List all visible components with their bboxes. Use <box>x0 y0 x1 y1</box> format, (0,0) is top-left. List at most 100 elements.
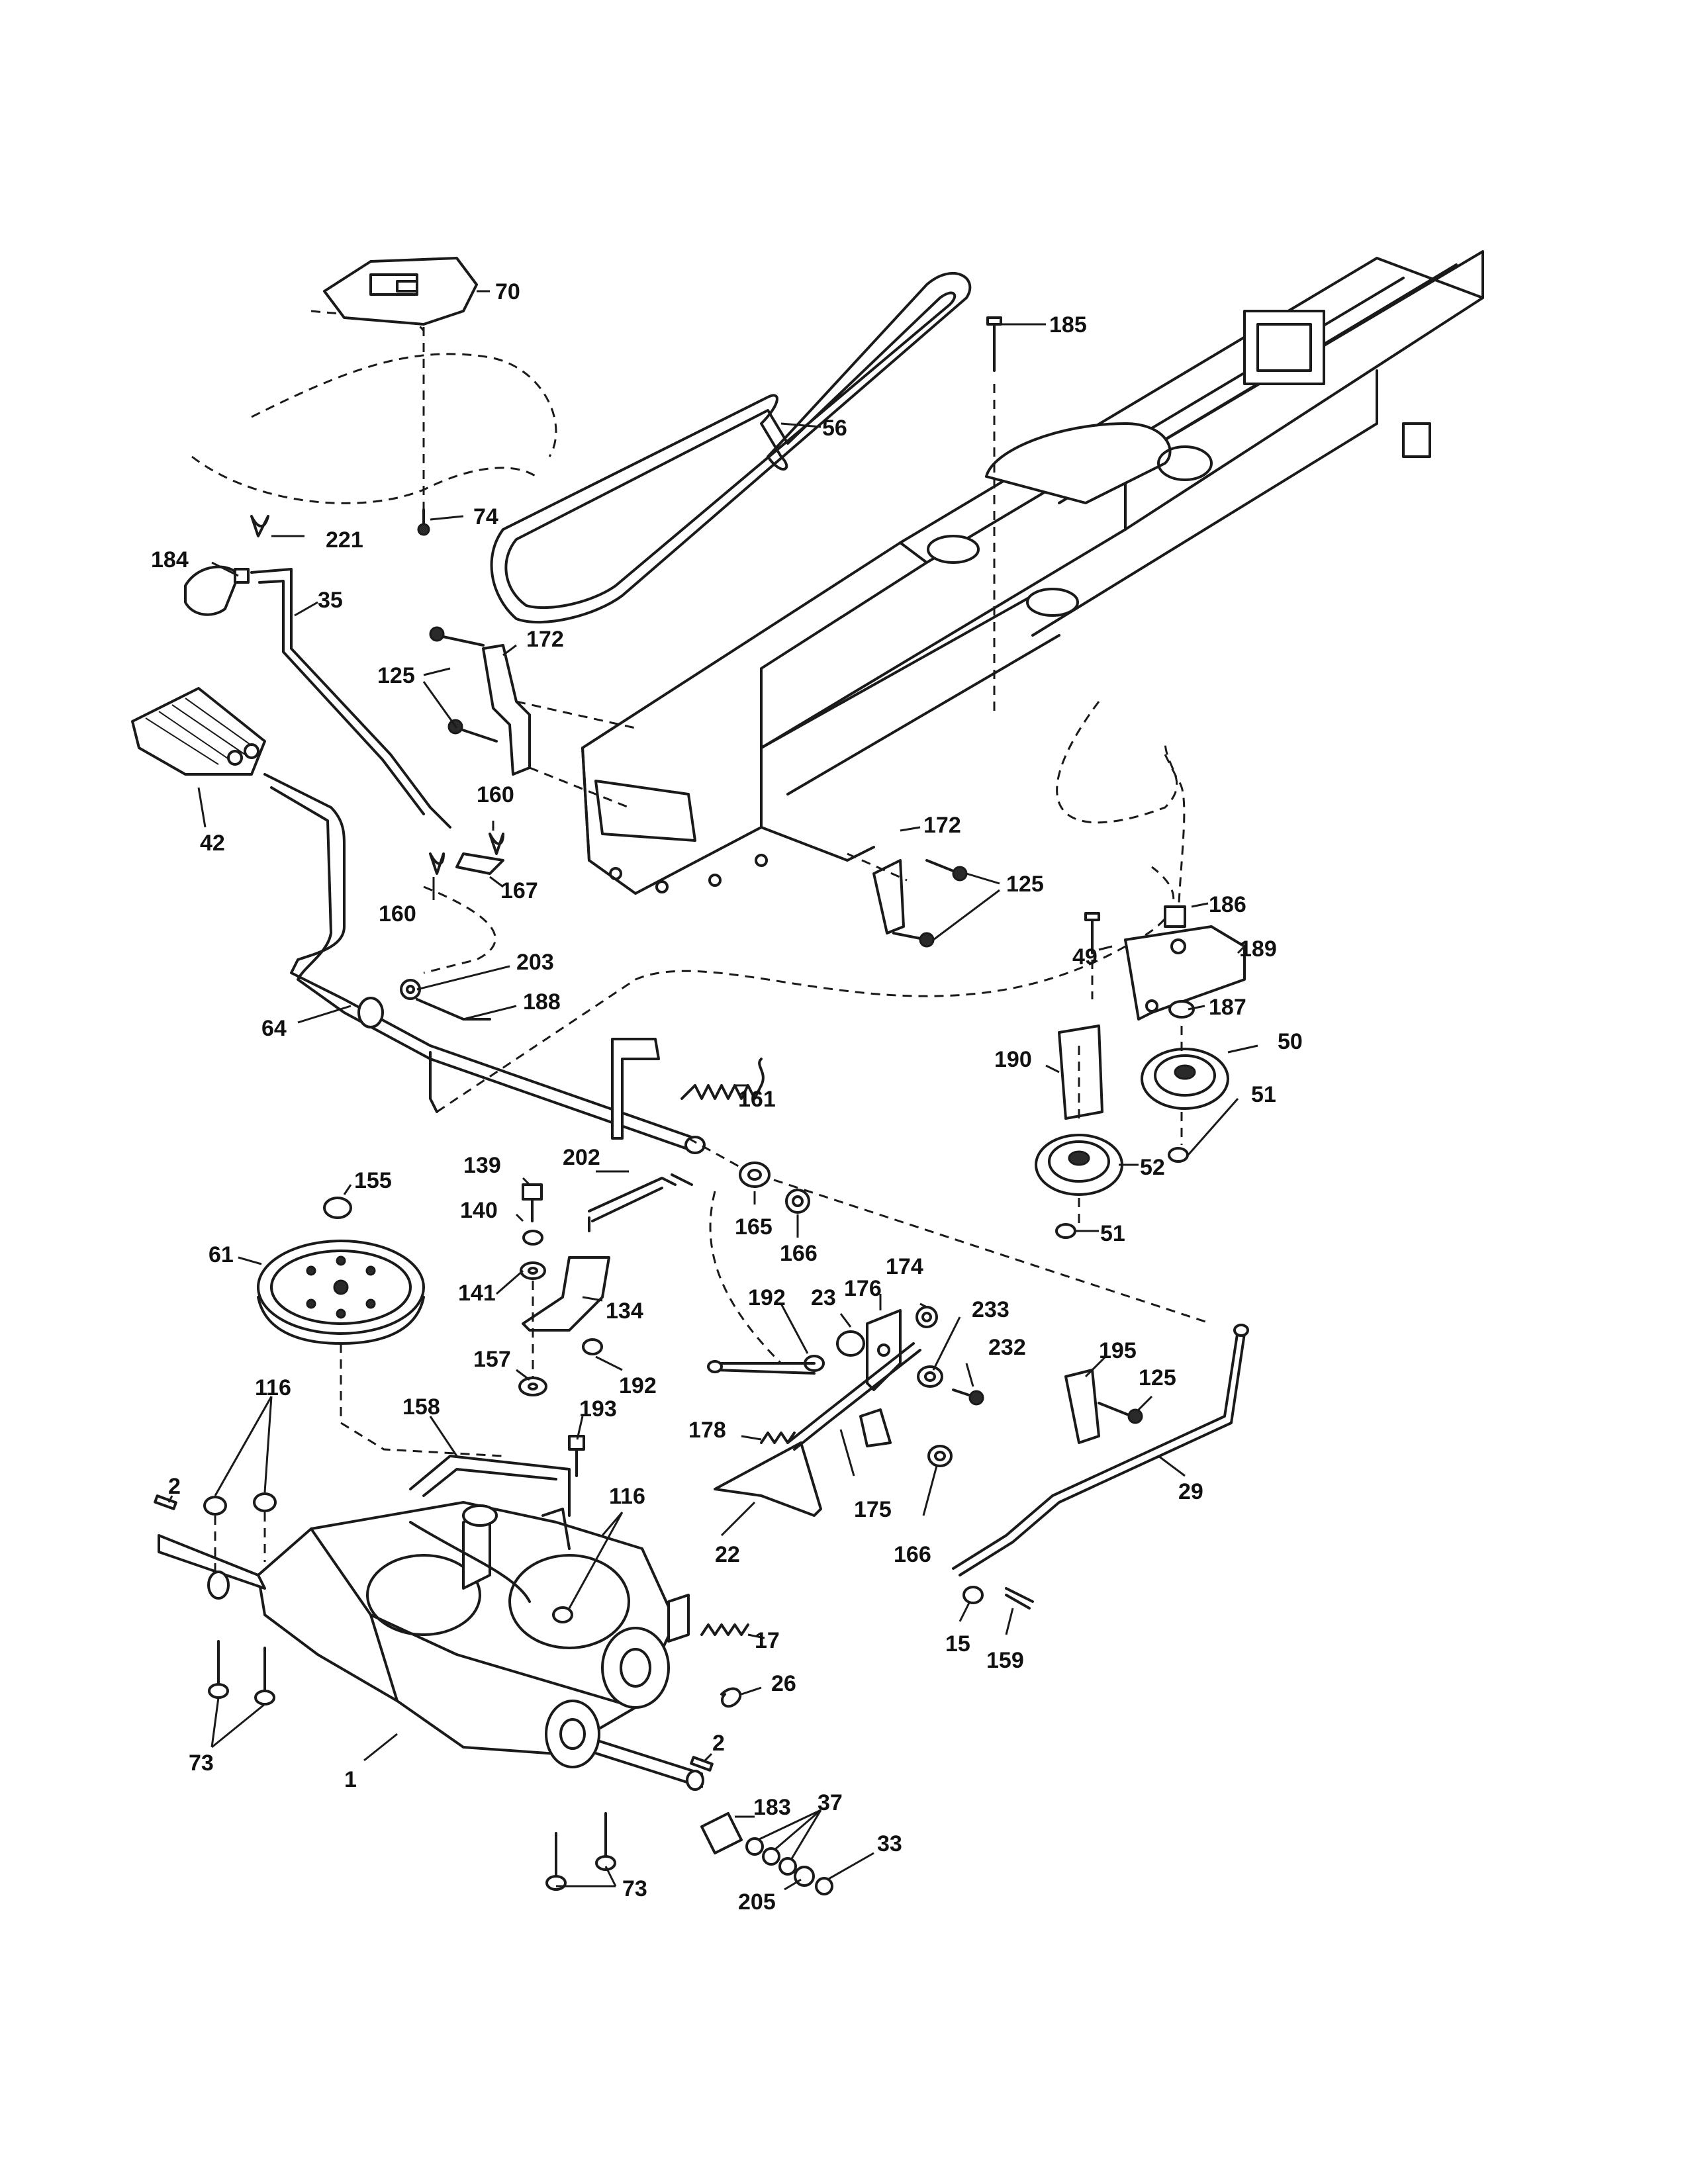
callout-221: 221 <box>326 527 363 553</box>
callout-166-upper: 166 <box>780 1241 818 1266</box>
pedal-pad <box>131 687 266 776</box>
bracket-158 <box>409 1455 571 1517</box>
callout-190: 190 <box>994 1047 1032 1072</box>
frame-bracket-lower <box>872 859 905 934</box>
callout-161: 161 <box>738 1087 776 1112</box>
callout-52: 52 <box>1140 1155 1165 1180</box>
callout-29: 29 <box>1178 1479 1203 1504</box>
screw-74 <box>417 508 430 536</box>
spring-161 <box>680 1058 765 1100</box>
callout-37: 37 <box>818 1790 843 1815</box>
washer-157 <box>518 1377 547 1396</box>
lockwasher-140 <box>522 1230 543 1246</box>
washer-37-c <box>778 1857 797 1876</box>
hairpin-221 <box>250 515 269 537</box>
nut-116-a <box>203 1496 227 1516</box>
callout-185: 185 <box>1049 312 1087 338</box>
callout-157: 157 <box>473 1347 511 1372</box>
washer-15 <box>962 1586 984 1604</box>
washer-166-b <box>927 1445 953 1467</box>
bolt-125-e <box>1098 1402 1143 1424</box>
callout-73-left: 73 <box>189 1751 214 1776</box>
bracket-190 <box>1058 1024 1103 1120</box>
washer-203 <box>400 979 421 1000</box>
transaxle <box>158 1501 704 1791</box>
clip-167 <box>455 852 504 875</box>
callout-205: 205 <box>738 1889 776 1915</box>
nut-116-b <box>253 1492 277 1512</box>
bolt-49 <box>1084 912 1100 954</box>
callout-202: 202 <box>563 1145 600 1170</box>
callout-2-left: 2 <box>168 1474 181 1499</box>
callout-160-bottom: 160 <box>379 901 416 927</box>
callout-22: 22 <box>715 1542 740 1567</box>
callout-labels: 70 185 56 74 221 184 35 172 125 42 160 1… <box>151 279 1303 1915</box>
link-188 <box>357 997 491 1028</box>
fender-outline <box>191 310 557 523</box>
callout-184: 184 <box>151 547 189 572</box>
callout-134: 134 <box>606 1298 643 1324</box>
link-202 <box>588 1173 693 1232</box>
callout-26: 26 <box>771 1671 796 1696</box>
link-22 <box>714 1441 822 1517</box>
callout-195: 195 <box>1099 1338 1137 1363</box>
star-washer-174 <box>915 1306 938 1328</box>
callout-178: 178 <box>688 1418 726 1443</box>
callout-61: 61 <box>209 1242 234 1267</box>
callout-158: 158 <box>402 1394 440 1420</box>
control-rod <box>250 568 451 829</box>
pedal-shaft <box>263 773 706 1154</box>
callout-140: 140 <box>460 1198 498 1223</box>
idler-pulley-52 <box>1035 1134 1123 1196</box>
carriage-bolt <box>986 316 1002 715</box>
callout-23: 23 <box>811 1285 836 1310</box>
idler-bracket <box>1124 925 1246 1021</box>
callout-49: 49 <box>1072 944 1098 970</box>
key-2-a <box>154 1494 177 1510</box>
callout-73-bottom: 73 <box>622 1876 647 1901</box>
washer-141 <box>520 1261 546 1280</box>
callout-125-right: 125 <box>1139 1365 1176 1390</box>
frame-bracket-upper <box>482 644 531 776</box>
callout-233: 233 <box>972 1297 1009 1322</box>
nut-116-c <box>552 1606 573 1623</box>
callout-232: 232 <box>988 1335 1026 1360</box>
washer-233 <box>917 1365 943 1388</box>
callout-42: 42 <box>200 831 225 856</box>
callout-56: 56 <box>822 416 847 441</box>
bolt-73-d <box>595 1812 616 1871</box>
control-panel-cover <box>323 257 478 326</box>
callout-172-upper: 172 <box>526 627 564 652</box>
callout-116-left: 116 <box>255 1375 291 1400</box>
leader-lines <box>167 290 1258 1891</box>
lever-175 <box>786 1342 921 1451</box>
idler-pulley-50 <box>1141 1048 1229 1110</box>
shaft-bracket <box>611 1038 660 1140</box>
bolt-73-c <box>545 1832 567 1891</box>
frame-assembly <box>581 250 1484 895</box>
brake-rod-link <box>707 1360 816 1375</box>
transmission-pulley-61 <box>257 1240 425 1345</box>
bolt-125-a <box>429 626 485 647</box>
spacer-183 <box>700 1812 743 1854</box>
spacer-186 <box>1164 905 1186 928</box>
callout-203: 203 <box>516 950 554 975</box>
callout-172-lower: 172 <box>923 813 961 838</box>
callout-189: 189 <box>1239 936 1277 962</box>
callout-50: 50 <box>1278 1029 1303 1054</box>
callout-17: 17 <box>755 1628 780 1653</box>
callout-125-lower: 125 <box>1006 872 1044 897</box>
callout-51-lower: 51 <box>1100 1221 1125 1246</box>
bolt-139 <box>522 1183 543 1222</box>
callout-186: 186 <box>1209 892 1246 917</box>
callout-187: 187 <box>1209 995 1246 1020</box>
spring-17 <box>700 1623 749 1636</box>
bushing-165 <box>739 1161 771 1188</box>
callout-139: 139 <box>463 1153 501 1178</box>
nut-51-a <box>1168 1147 1189 1163</box>
drive-belt <box>490 271 972 624</box>
hairpin-160-b <box>429 852 445 875</box>
callout-166-lower: 166 <box>894 1542 931 1567</box>
callout-116-right: 116 <box>609 1484 645 1509</box>
